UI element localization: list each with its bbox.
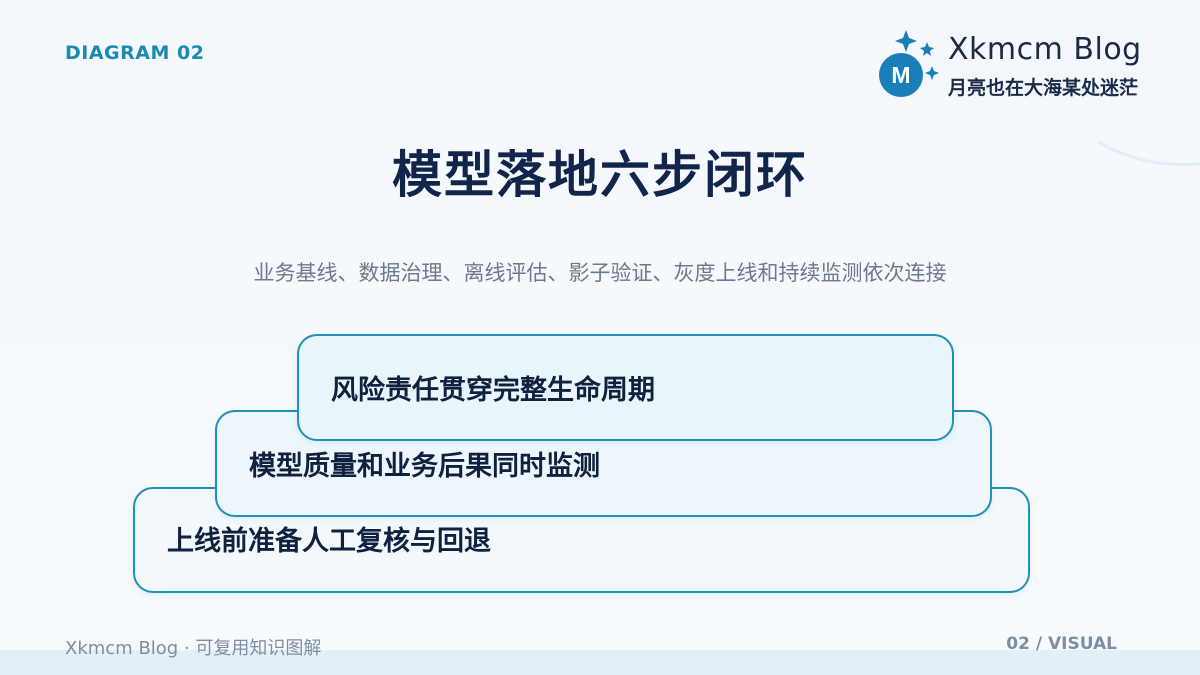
step-card-top[interactable]: 风险责任贯穿完整生命周期 (297, 334, 954, 441)
diagram-label: DIAGRAM 02 (65, 42, 205, 64)
brand-name: Xkmcm Blog (948, 32, 1142, 67)
sparkle-large-icon (895, 30, 917, 52)
footer-band (0, 650, 1200, 675)
footer-source: Xkmcm Blog · 可复用知识图解 (65, 638, 322, 659)
sparkle-small-icon (925, 66, 939, 80)
page-subtitle: 业务基线、数据治理、离线评估、影子验证、灰度上线和持续监测依次连接 (253, 261, 947, 285)
step-label: 风险责任贯穿完整生命周期 (331, 375, 655, 406)
brand-logo-block[interactable]: M Xkmcm Blog 月亮也在大海某处迷茫 (876, 28, 1176, 108)
step-label: 模型质量和业务后果同时监测 (249, 451, 600, 482)
page-title: 模型落地六步闭环 (392, 146, 808, 204)
brand-logo-letter: M (891, 62, 910, 88)
step-label: 上线前准备人工复核与回退 (167, 526, 491, 557)
brand-tagline: 月亮也在大海某处迷茫 (948, 77, 1139, 99)
footer-page-number: 02 / VISUAL (1006, 634, 1117, 654)
brand-logo-icon: M (879, 30, 939, 97)
sparkle-medium-icon (920, 42, 934, 56)
